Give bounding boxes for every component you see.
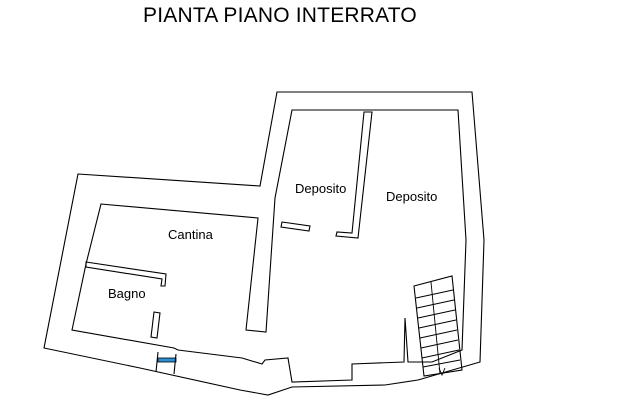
room-label-cantina: Cantina (168, 227, 214, 242)
partition-deposito (335, 111, 373, 239)
window (157, 357, 177, 363)
window-frame-right (173, 353, 177, 375)
room-label-deposito-right: Deposito (386, 189, 437, 204)
page-title: PIANTA PIANO INTERRATO (143, 4, 417, 27)
room-label-deposito-left: Deposito (295, 181, 346, 196)
outer-wall-outline (43, 91, 485, 396)
staircase (413, 275, 463, 377)
partition-stub-left (280, 221, 311, 232)
partition-bagno-right (150, 311, 161, 339)
partition-bagno-cantina (85, 261, 167, 287)
inner-wall-outline (71, 109, 467, 383)
room-label-bagno: Bagno (108, 286, 146, 301)
window-frame-left (155, 351, 159, 373)
